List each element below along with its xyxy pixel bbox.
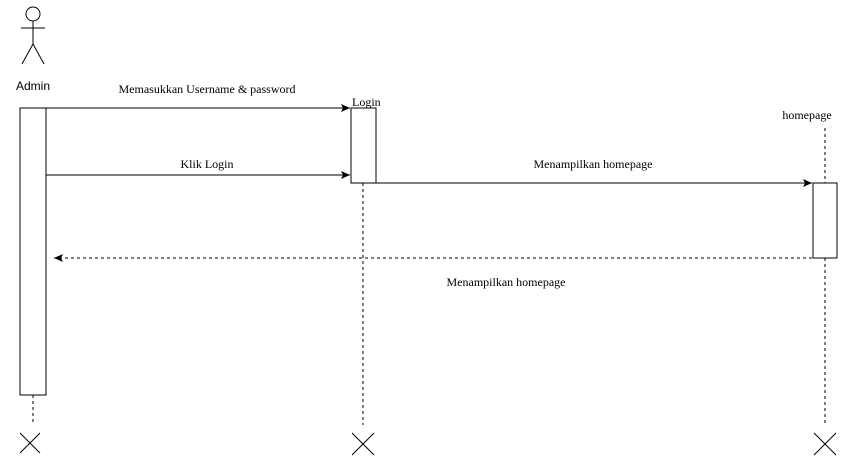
login-participant-label: Login: [352, 95, 381, 109]
admin-activation-bar: [19, 107, 47, 396]
message-label-1: Memasukkan Username & password: [119, 82, 296, 96]
message-label-4: Menampilkan homepage: [447, 275, 566, 289]
homepage-destroy-icon: [813, 432, 837, 456]
admin-actor-label: Admin: [16, 79, 50, 93]
message-label-3: Menampilkan homepage: [534, 157, 653, 171]
login-destroy-icon: [351, 432, 375, 456]
homepage-activation-bar: [812, 182, 838, 259]
admin-actor-icon: [21, 6, 45, 65]
homepage-participant-label: homepage: [782, 108, 831, 122]
admin-destroy-icon: [19, 432, 41, 454]
login-activation-bar: [350, 107, 377, 184]
message-label-2: Klik Login: [181, 157, 234, 171]
